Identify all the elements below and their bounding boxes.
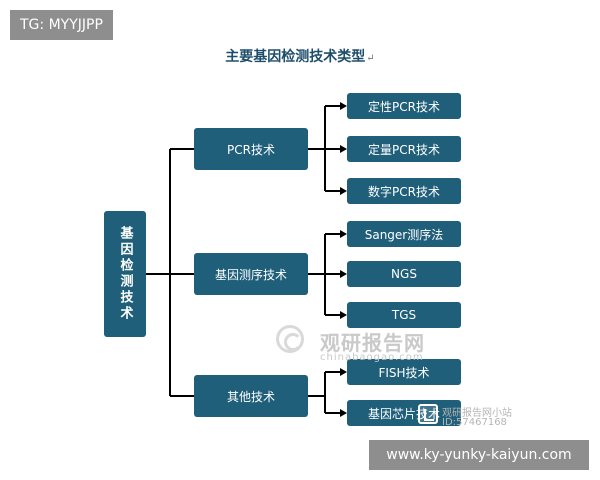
arrowhead — [340, 270, 347, 278]
wechat-name: 观研报告网小站 — [442, 408, 512, 419]
watermark-cn: 观研报告网 — [320, 331, 425, 355]
watermark-logo-icon — [276, 325, 304, 353]
arrowhead — [340, 102, 347, 110]
arrowhead — [340, 409, 347, 417]
arrowhead — [340, 368, 347, 376]
arrowhead — [340, 145, 347, 153]
paragraph-mark: ↵ — [366, 53, 375, 64]
watermark-en: chinabaogao.com — [320, 352, 424, 363]
footer-url[interactable]: www.ky-yunky-kaiyun.com — [369, 440, 589, 470]
title-text: 主要基因检测技术类型 — [225, 49, 366, 65]
leaf-sanger: Sanger测序法 — [347, 221, 461, 247]
leaf-ngs: NGS — [347, 261, 461, 287]
diagram-title: 主要基因检测技术类型↵ — [0, 46, 600, 66]
arrowhead — [340, 187, 347, 195]
node-pcr: PCR技术 — [194, 128, 308, 170]
leaf-quantitative-pcr: 定量PCR技术 — [347, 136, 461, 162]
root-node: 基因检测技术 — [104, 211, 146, 337]
wechat-icon — [418, 404, 438, 424]
arrowhead — [340, 230, 347, 238]
leaf-qualitative-pcr: 定性PCR技术 — [347, 93, 461, 119]
leaf-gene-chip: 基因芯片技术 — [347, 400, 461, 426]
leaf-tgs: TGS — [347, 302, 461, 328]
leaf-digital-pcr: 数字PCR技术 — [347, 178, 461, 204]
arrowhead — [340, 311, 347, 319]
leaf-fish: FISH技术 — [347, 359, 461, 385]
wechat-id: ID:57467168 — [442, 417, 507, 428]
node-other: 其他技术 — [194, 375, 308, 417]
node-sequencing: 基因测序技术 — [194, 253, 308, 295]
tag-label: TG: MYYJJPP — [10, 10, 113, 40]
